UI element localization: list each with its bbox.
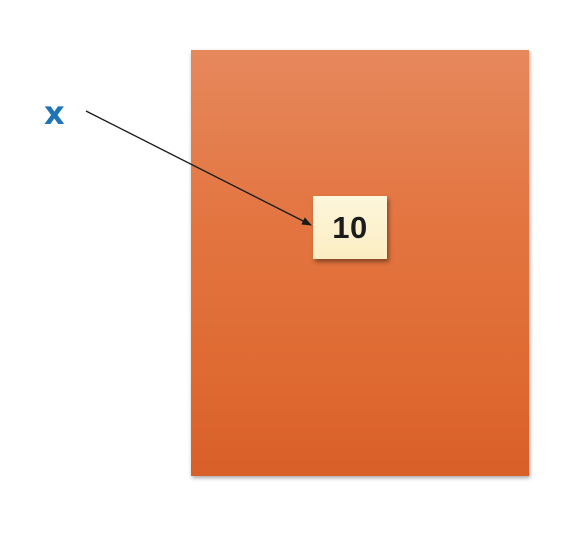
object-block	[191, 50, 529, 476]
value-box: 10	[313, 196, 387, 259]
value-text: 10	[332, 209, 368, 245]
reference-arrow-line	[85, 110, 312, 226]
variable-label: x	[44, 94, 65, 132]
